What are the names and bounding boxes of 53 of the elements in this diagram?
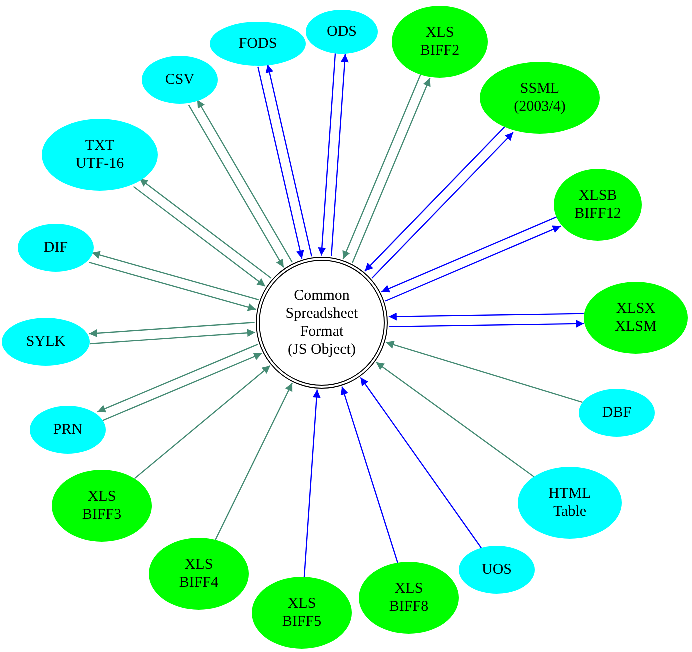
arrow (389, 320, 584, 328)
arrow (372, 132, 514, 279)
node-label: XLS BIFF5 (282, 595, 322, 631)
node-label: FODS (238, 35, 278, 53)
format-ellipse (306, 10, 378, 54)
arrow (340, 386, 398, 564)
arrow (134, 365, 271, 480)
arrow (360, 377, 482, 548)
hub-circle (256, 257, 388, 389)
node-label: SSML (2003/4) (514, 80, 566, 116)
arrow (318, 54, 336, 256)
arrow (385, 226, 562, 302)
node-label: CSV (165, 71, 195, 89)
format-ellipse (459, 546, 535, 594)
node-label: DIF (44, 239, 68, 257)
node-label: UOS (482, 561, 512, 579)
arrow (381, 216, 558, 293)
node-label: XLS BIFF8 (389, 580, 429, 616)
node-label: XLSX XLSM (615, 300, 657, 336)
node-label: XLS BIFF3 (82, 488, 122, 524)
node-label: HTML Table (548, 485, 592, 521)
arrow (188, 104, 284, 268)
arrow (92, 251, 260, 301)
node-label: ODS (326, 23, 357, 41)
arrow (215, 382, 294, 540)
arrow (196, 100, 294, 263)
arrow (258, 66, 304, 259)
arrow (97, 344, 259, 413)
node-label: Common Spreadsheet Format (JS Object) (286, 287, 358, 359)
arrow (304, 390, 321, 578)
arrow (376, 362, 534, 478)
arrow (133, 186, 266, 288)
node-label: XLSB BIFF12 (574, 187, 622, 223)
node-label: SYLK (26, 333, 66, 351)
format-ellipse (30, 406, 106, 454)
arrow (386, 341, 583, 404)
arrow (388, 312, 584, 321)
arrow (352, 78, 431, 264)
arrow (90, 329, 256, 345)
arrow (89, 322, 255, 338)
node-label: XLS BIFF2 (420, 24, 460, 60)
node-label: DBF (602, 404, 632, 422)
arrow (342, 74, 422, 260)
arrow (89, 262, 256, 312)
arrow (330, 54, 349, 257)
node-label: PRN (53, 421, 83, 439)
arrow (101, 353, 262, 422)
node-label: XLS BIFF4 (179, 556, 219, 592)
node-label: TXT UTF-16 (76, 137, 124, 173)
arrow (364, 125, 507, 272)
arrow (139, 178, 272, 280)
arrow (266, 64, 312, 257)
format-ellipse (210, 22, 306, 66)
